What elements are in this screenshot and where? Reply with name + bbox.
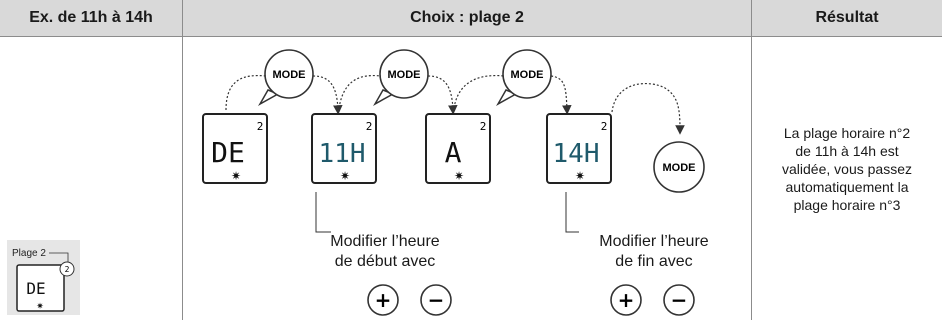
- header-result: Résultat: [752, 0, 942, 36]
- mode-button: MODE: [653, 141, 705, 193]
- lcd-sun-icon-2: ✷: [340, 169, 350, 183]
- column-divider-1: [182, 0, 183, 320]
- arrow-in-1: [225, 74, 267, 111]
- mode-label-3: MODE: [511, 69, 544, 81]
- instruction-end-line1: Modifier l’heure: [599, 233, 709, 250]
- result-line-4: automatiquement la: [785, 179, 909, 195]
- mode-bubble-1: MODE: [258, 49, 314, 106]
- instruction-start: Modifier l’heure de début avec: [320, 232, 450, 272]
- plus-icon: +: [618, 288, 635, 312]
- instruction-start-line1: Modifier l’heure: [330, 233, 440, 250]
- result-text: La plage horaire n°2 de 11h à 14h est va…: [752, 124, 942, 214]
- result-line-3: validée, vous passez: [782, 161, 912, 177]
- lcd-display-3: A 2 ✷: [425, 113, 491, 184]
- plus-button-end[interactable]: +: [610, 284, 642, 316]
- lcd-display-2: 11H 2 ✷: [311, 113, 377, 184]
- lcd-superscript-1: 2: [257, 120, 264, 133]
- lcd-display-1: DE 2 ✷: [202, 113, 268, 184]
- minus-button-end[interactable]: −: [663, 284, 695, 316]
- arrow-out-1: [312, 75, 343, 115]
- arrow-out-3: [550, 75, 572, 115]
- result-line-5: plage horaire n°3: [793, 197, 901, 213]
- example-sun-icon: ✷: [36, 301, 44, 311]
- result-line-2: de 11h à 14h est: [795, 143, 899, 159]
- lcd-superscript-4: 2: [601, 120, 608, 133]
- minus-icon: −: [671, 288, 688, 312]
- header-example: Ex. de 11h à 14h: [0, 0, 182, 36]
- lcd-value-3: A: [445, 136, 462, 169]
- mode-label-1: MODE: [273, 69, 306, 81]
- lcd-sun-icon-4: ✷: [575, 169, 585, 183]
- minus-icon: −: [428, 288, 445, 312]
- column-divider-2: [751, 0, 752, 320]
- arrow-out-4: [611, 83, 685, 135]
- mode-label-4: MODE: [663, 162, 696, 174]
- mode-bubble-2: MODE: [373, 49, 429, 106]
- bracket-start: [315, 192, 331, 233]
- lcd-sun-icon-3: ✷: [454, 169, 464, 183]
- arrow-out-2: [427, 75, 458, 115]
- mode-label-2: MODE: [388, 69, 421, 81]
- lcd-value-4: 14H: [553, 139, 600, 169]
- result-line-1: La plage horaire n°2: [783, 125, 911, 141]
- lcd-value-1: DE: [211, 136, 245, 169]
- lcd-superscript-2: 2: [366, 120, 373, 133]
- bracket-end: [565, 192, 579, 233]
- lcd-sun-icon-1: ✷: [231, 169, 241, 183]
- lcd-superscript-3: 2: [480, 120, 487, 133]
- instruction-end: Modifier l’heure de fin avec: [585, 232, 723, 272]
- minus-button-start[interactable]: −: [420, 284, 452, 316]
- example-lcd-value: DE: [26, 279, 45, 298]
- lcd-display-4: 14H 2 ✷: [546, 113, 612, 184]
- instruction-end-line2: de fin avec: [615, 253, 693, 270]
- header-divider: [0, 36, 942, 37]
- example-label: Plage 2: [12, 248, 46, 259]
- plus-icon: +: [375, 288, 392, 312]
- arrow-in-2: [338, 74, 382, 109]
- lcd-value-2: 11H: [319, 139, 366, 169]
- arrow-in-3: [453, 74, 505, 109]
- example-superscript: 2: [65, 265, 70, 274]
- header-choice: Choix : plage 2: [183, 0, 751, 36]
- example-panel: Plage 2 DE 2 ✷: [7, 240, 80, 315]
- plus-button-start[interactable]: +: [367, 284, 399, 316]
- mode-bubble-3: MODE: [496, 49, 552, 106]
- instruction-start-line2: de début avec: [334, 253, 436, 270]
